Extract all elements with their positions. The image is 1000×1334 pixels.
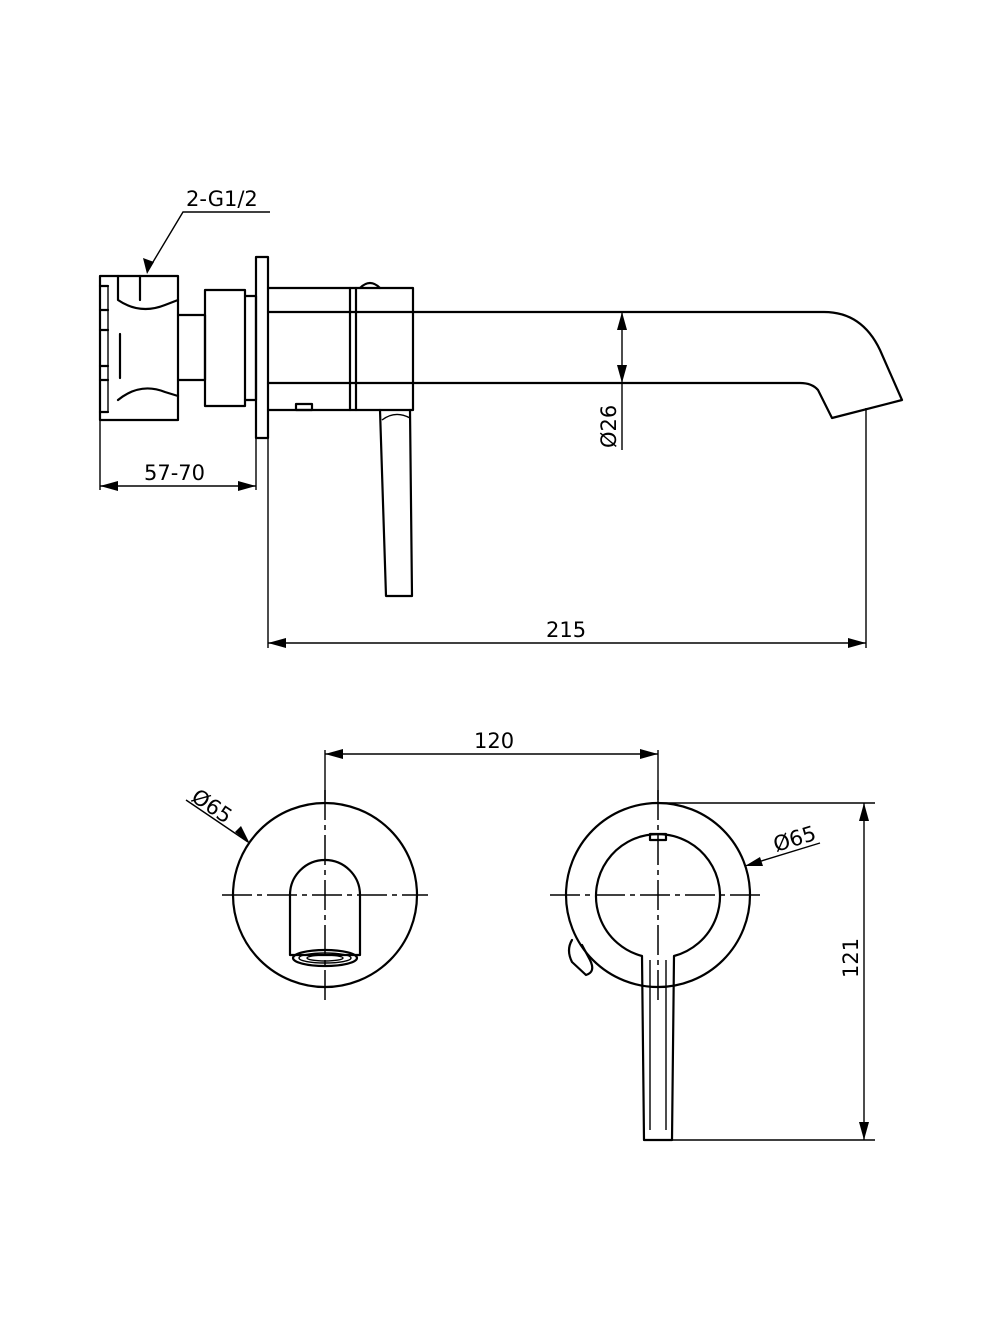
center-distance-label: 120: [474, 729, 514, 753]
spout-plate: [222, 790, 428, 1000]
wall-plate: [254, 255, 270, 440]
front-view: 120 Ø65: [185, 729, 875, 1142]
spout-plate-leader: [185, 799, 250, 844]
thread-leader: [143, 211, 270, 274]
overall-height-dimension: [658, 802, 875, 1141]
overall-height-label: 121: [839, 938, 863, 978]
spout-collar: [266, 281, 415, 412]
aerator: [291, 948, 359, 968]
wall-depth-dimension: [99, 420, 257, 491]
spout-outlet: [288, 858, 362, 957]
handle-plate-diameter-label: Ø65: [770, 821, 818, 857]
lever-handle: [378, 408, 414, 598]
handle-stem-inner: [649, 960, 667, 1130]
connector-stem: [176, 288, 258, 408]
spout: [266, 310, 904, 420]
center-distance-dimension: [324, 749, 659, 800]
spout-length-label: 215: [546, 618, 586, 642]
spout-diameter-dimension: [617, 312, 627, 450]
handle-plate-leader: [744, 842, 821, 867]
valve-body: [98, 274, 180, 422]
handle-ring: [594, 833, 722, 1142]
side-view: 2-G1/2 57-70 Ø26 215: [98, 187, 904, 648]
handle-plate: [550, 790, 762, 1142]
spout-diameter-label: Ø26: [597, 405, 621, 448]
wall-depth-label: 57-70: [144, 461, 205, 485]
thread-label: 2-G1/2: [186, 187, 258, 211]
spout-length-dimension: [267, 408, 867, 648]
spout-plate-diameter-label: Ø65: [187, 784, 236, 828]
